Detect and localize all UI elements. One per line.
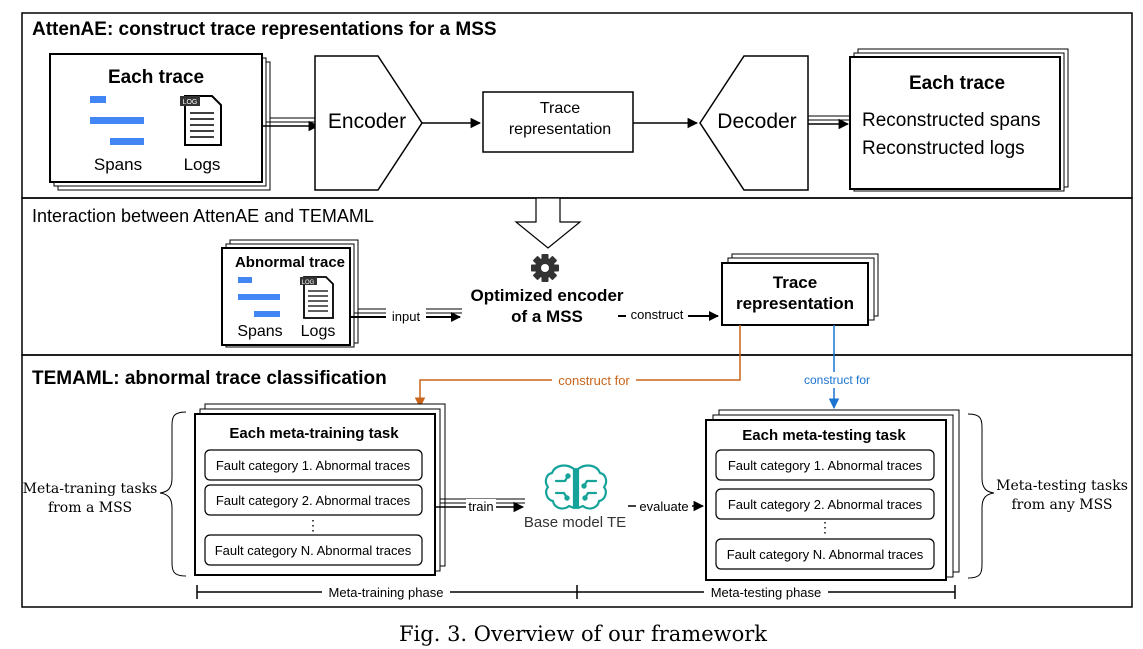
testing-fault-cat-n-box [715,538,935,570]
meta-testing-task-title: Each meta-testing task [742,427,906,444]
interaction-rep-line1: Trace [773,273,817,292]
abnormal-log-file-icon [300,276,334,319]
evaluate-label: evaluate [639,499,688,514]
trace-representation-line1: Trace [540,100,580,117]
brain-circuit-icon [544,464,608,510]
spans-label: Spans [94,155,142,174]
testing-ellipsis: ⋮ [818,519,832,535]
input-to-encoder-arrow [262,117,320,132]
construct-for-orange-arrow [414,325,741,409]
construct-for-orange-label: construct for [558,373,630,388]
construct-for-blue-label: construct for [804,373,870,387]
abnormal-logs-label: Logs [301,323,336,340]
training-fault-cat-1-box [204,449,423,481]
training-fault-cat-n-box [204,534,423,566]
output-title: Each trace [909,73,1005,94]
abnormal-trace-stack [221,239,359,348]
encoder-label: Encoder [328,110,406,133]
section-attenae-title: AttenAE: construct trace representations… [32,19,497,40]
log-badge: LOG [183,99,198,106]
decoder-shape [699,55,809,191]
interaction-rep-line2: representation [736,294,854,313]
testing-fault-cat-2: Fault category 2. Abnormal traces [728,497,923,512]
encoder-transfer-arrow [514,197,582,249]
training-ellipsis: ⋮ [306,517,320,533]
left-brace [159,411,187,577]
output-reconstructed-logs: Reconstructed logs [862,138,1025,159]
training-fault-cat-n: Fault category N. Abnormal traces [215,543,412,558]
training-fault-cat-1: Fault category 1. Abnormal traces [216,458,411,473]
right-brace-line1: Meta-testing tasks [996,478,1128,494]
encoder-shape [314,55,423,191]
decoder-to-output-arrow [808,115,850,130]
base-model-label: Base model TE [524,514,626,531]
right-brace [967,413,995,579]
trace-representation-box [482,91,634,153]
section-temaml-title: TEMAML: abnormal trace classification [32,368,387,389]
meta-training-phase-label: Meta-training phase [329,585,444,600]
trace-representation-stack [721,253,879,326]
left-brace-line2: from a MSS [48,500,132,516]
testing-fault-cat-1: Fault category 1. Abnormal traces [728,458,923,473]
meta-testing-phase-label: Meta-testing phase [711,585,822,600]
trace-representation-line2: representation [509,121,611,138]
input-label: input [392,309,421,324]
abnormal-spans-icon [238,277,280,317]
gear-icon [531,254,559,282]
reconstructed-output-stack [849,48,1069,192]
testing-fault-cat-1-box [715,449,935,481]
output-reconstructed-spans: Reconstructed spans [862,110,1041,131]
training-fault-cat-2-box [204,484,423,516]
figure-caption: Fig. 3. Overview of our framework [399,622,767,646]
right-brace-line2: from any MSS [1011,497,1112,513]
abnormal-trace-title: Abnormal trace [235,254,345,271]
meta-training-task-title: Each meta-training task [229,425,399,442]
decoder-label: Decoder [717,110,796,133]
logs-label: Logs [184,155,221,174]
testing-fault-cat-2-box [715,488,935,520]
testing-fault-cat-n: Fault category N. Abnormal traces [727,547,924,562]
optimized-encoder-line2: of a MSS [511,307,583,326]
log-file-icon [180,95,222,146]
section-temaml-frame [21,354,1133,608]
construct-label: construct [631,307,684,322]
training-fault-cat-2: Fault category 2. Abnormal traces [216,493,411,508]
optimized-encoder-line1: Optimized encoder [470,286,623,305]
trace-input-title: Each trace [108,67,204,88]
abnormal-spans-label: Spans [237,323,282,340]
trace-input-stack [49,53,271,191]
spans-icon [90,96,144,145]
left-brace-line1: Meta-traning tasks [23,481,158,497]
phase-timeline [196,585,956,599]
abnormal-log-badge: LOG [302,280,315,286]
section-interaction-title: Interaction between AttenAE and TEMAML [32,206,374,226]
train-label: train [468,499,493,514]
